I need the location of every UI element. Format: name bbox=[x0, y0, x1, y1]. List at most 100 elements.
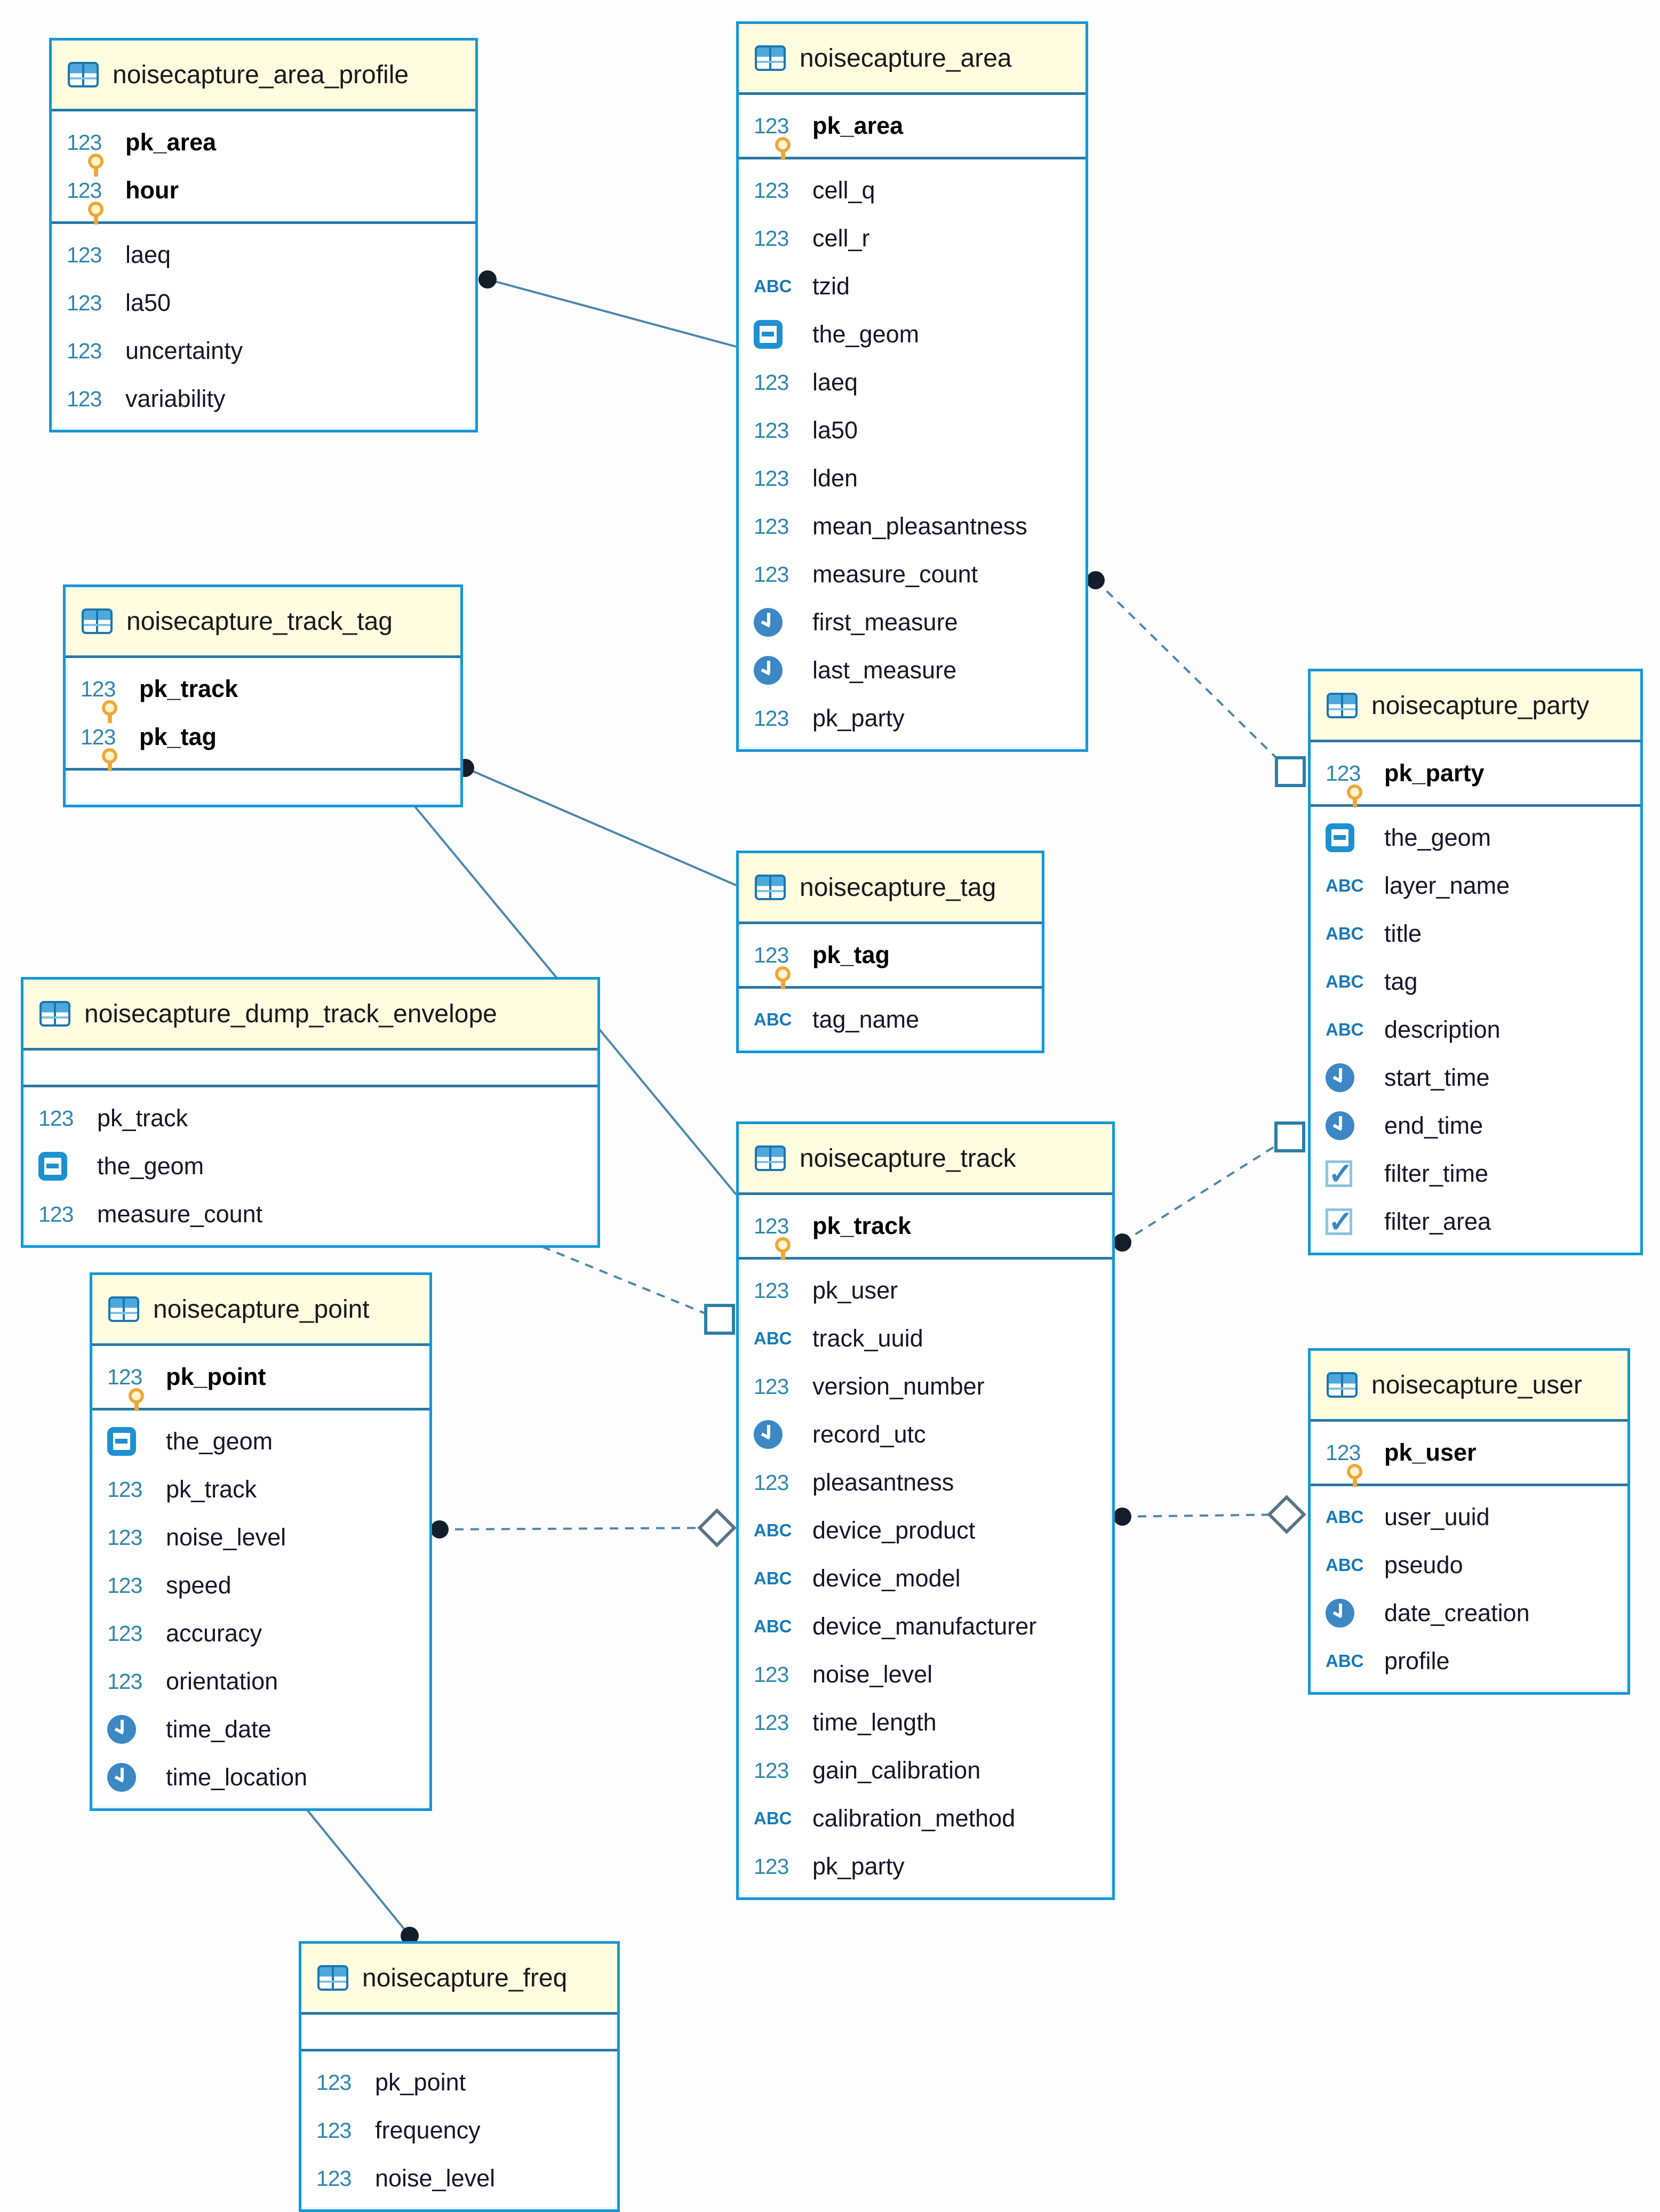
table-header[interactable]: noisecapture_area bbox=[739, 24, 1086, 95]
field-row[interactable]: end_time bbox=[1311, 1102, 1640, 1150]
table-header[interactable]: noisecapture_tag bbox=[739, 853, 1042, 924]
field-name: title bbox=[1384, 920, 1422, 947]
field-row[interactable]: ✓filter_area bbox=[1311, 1198, 1640, 1246]
table-header[interactable]: noisecapture_point bbox=[92, 1275, 429, 1346]
field-row[interactable]: the_geom bbox=[1311, 814, 1640, 862]
relation-line[interactable] bbox=[439, 1527, 717, 1530]
table-header[interactable]: noisecapture_dump_track_envelope bbox=[23, 980, 597, 1051]
field-name: pk_track bbox=[166, 1476, 257, 1503]
table-icon bbox=[1327, 1372, 1358, 1398]
field-row[interactable]: the_geom bbox=[92, 1417, 429, 1465]
field-row[interactable]: time_location bbox=[92, 1753, 429, 1801]
field-row[interactable]: record_utc bbox=[739, 1410, 1112, 1458]
field-row[interactable]: last_measure bbox=[739, 646, 1086, 694]
primary-key-icon: 123 bbox=[81, 677, 127, 723]
relation-line[interactable] bbox=[301, 1802, 411, 1937]
field-row[interactable]: the_geom bbox=[739, 310, 1086, 358]
field-row[interactable]: first_measure bbox=[739, 598, 1086, 646]
table-header[interactable]: noisecapture_user bbox=[1311, 1351, 1627, 1422]
relation-line[interactable] bbox=[465, 767, 737, 886]
table-header[interactable]: noisecapture_track_tag bbox=[66, 587, 460, 658]
relation-line[interactable] bbox=[487, 278, 737, 348]
relation-line[interactable] bbox=[1095, 579, 1291, 773]
table-header[interactable]: noisecapture_area_profile bbox=[52, 41, 475, 111]
field-row[interactable]: time_date bbox=[92, 1705, 429, 1753]
field-row[interactable]: start_time bbox=[1311, 1054, 1640, 1102]
table-header[interactable]: noisecapture_freq bbox=[301, 1944, 617, 2015]
relation-line[interactable] bbox=[1122, 1513, 1287, 1518]
table-title: noisecapture_track bbox=[800, 1144, 1016, 1173]
field-row[interactable]: date_creation bbox=[1311, 1589, 1627, 1637]
field-row[interactable]: ✓filter_time bbox=[1311, 1150, 1640, 1198]
table-header[interactable]: noisecapture_party bbox=[1311, 671, 1640, 742]
field-row[interactable]: the_geom bbox=[23, 1142, 597, 1190]
relation-line[interactable] bbox=[1121, 1136, 1291, 1244]
table-header[interactable]: noisecapture_track bbox=[739, 1124, 1112, 1195]
